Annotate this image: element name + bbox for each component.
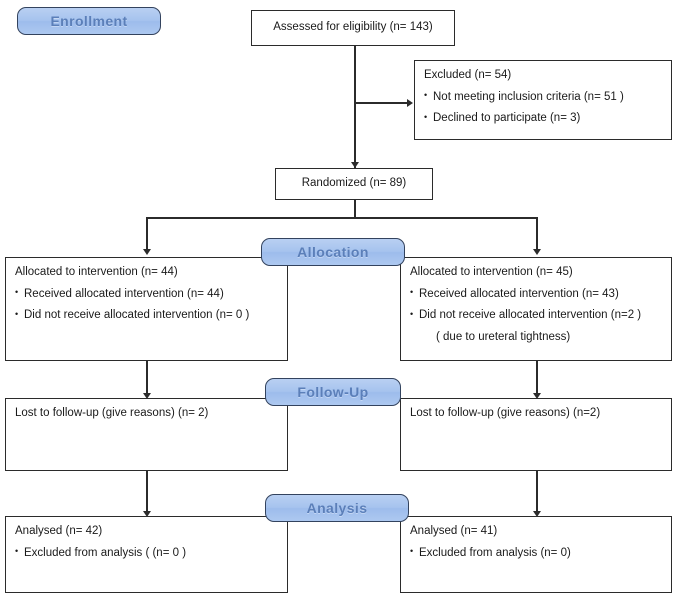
node-allocated-left-line-1: Received allocated intervention (n= 44) — [15, 286, 278, 303]
node-randomized: Randomized (n= 89) — [275, 168, 433, 200]
stage-banner-analysis-label: Analysis — [306, 500, 368, 516]
node-excluded-line-2: Declined to participate (n= 3) — [424, 111, 662, 127]
connector-allocation-split — [146, 217, 537, 219]
connector-alloc-right-to-followup — [536, 361, 538, 397]
node-followup-right-line-0: Lost to follow-up (give reasons) (n=2) — [410, 407, 601, 419]
node-analysis-right-line-0: Analysed (n= 41) — [410, 525, 498, 537]
stage-banner-enrollment: Enrollment — [17, 7, 161, 35]
node-analysis-left-line-1: Excluded from analysis ( (n= 0 ) — [15, 545, 278, 562]
node-analysis-left-line-0: Analysed (n= 42) — [15, 525, 103, 537]
node-allocated-left: Allocated to intervention (n= 44) Receiv… — [5, 257, 288, 361]
arrow-assessed-to-randomized — [351, 162, 359, 168]
node-allocated-left-line-0: Allocated to intervention (n= 44) — [15, 266, 178, 278]
node-allocated-left-line-2: Did not receive allocated intervention (… — [15, 308, 278, 324]
stage-banner-allocation-label: Allocation — [297, 244, 369, 260]
node-excluded: Excluded (n= 54) Not meeting inclusion c… — [414, 60, 672, 140]
arrow-split-left — [143, 249, 151, 255]
node-allocated-right-line-0: Allocated to intervention (n= 45) — [410, 266, 573, 278]
connector-assessed-to-randomized — [354, 46, 356, 168]
stage-banner-followup-label: Follow-Up — [297, 384, 369, 400]
stage-banner-enrollment-label: Enrollment — [50, 13, 128, 29]
arrow-alloc-left-to-followup — [143, 393, 151, 399]
node-analysis-right: Analysed (n= 41) Excluded from analysis … — [400, 516, 672, 593]
connector-randomized-stem — [354, 200, 356, 218]
arrow-followup-left-to-analysis — [143, 511, 151, 517]
node-excluded-line-0: Excluded (n= 54) — [424, 69, 512, 81]
node-followup-right: Lost to follow-up (give reasons) (n=2) — [400, 398, 672, 471]
stage-banner-followup: Follow-Up — [265, 378, 401, 406]
node-analysis-left: Analysed (n= 42) Excluded from analysis … — [5, 516, 288, 593]
stage-banner-analysis: Analysis — [265, 494, 409, 522]
stage-banner-allocation: Allocation — [261, 238, 405, 266]
arrow-to-excluded — [407, 99, 413, 107]
arrow-followup-right-to-analysis — [533, 511, 541, 517]
node-allocated-right-line-2: Did not receive allocated intervention (… — [410, 308, 662, 324]
node-allocated-right-line-1: Received allocated intervention (n= 43) — [410, 286, 662, 303]
node-allocated-right-line-3: ( due to ureteral tightness) — [436, 330, 571, 343]
node-assessed-for-eligibility: Assessed for eligibility (n= 143) — [251, 10, 455, 46]
node-followup-left-line-0: Lost to follow-up (give reasons) (n= 2) — [15, 407, 209, 419]
node-excluded-line-1: Not meeting inclusion criteria (n= 51 ) — [424, 89, 662, 106]
connector-to-excluded — [354, 102, 411, 104]
connector-split-left — [146, 217, 148, 251]
arrow-alloc-right-to-followup — [533, 393, 541, 399]
node-allocated-right: Allocated to intervention (n= 45) Receiv… — [400, 257, 672, 361]
node-analysis-right-line-1: Excluded from analysis (n= 0) — [410, 545, 662, 562]
connector-alloc-left-to-followup — [146, 361, 148, 397]
connector-followup-right-to-analysis — [536, 471, 538, 515]
node-randomized-line-0: Randomized (n= 89) — [301, 177, 407, 190]
connector-followup-left-to-analysis — [146, 471, 148, 515]
arrow-split-right — [533, 249, 541, 255]
connector-split-right — [536, 217, 538, 251]
node-followup-left: Lost to follow-up (give reasons) (n= 2) — [5, 398, 288, 471]
node-assessed-line-0: Assessed for eligibility (n= 143) — [273, 21, 433, 34]
